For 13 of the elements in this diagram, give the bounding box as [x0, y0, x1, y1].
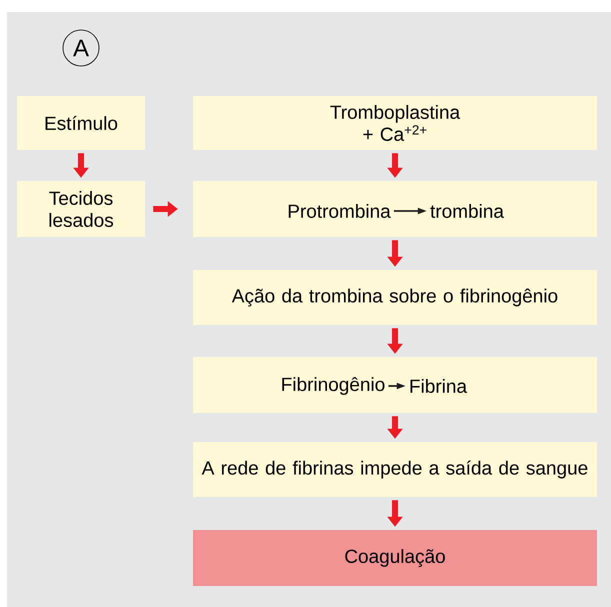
term-text: Fibrinogênio: [282, 377, 384, 395]
process-box: Estímulo: [17, 96, 145, 150]
term-text: trombina: [430, 204, 504, 218]
process-box: Ação da trombina sobre o fibrinogênio: [193, 270, 597, 325]
circled-letter: A: [62, 30, 100, 66]
process-box: [193, 181, 597, 237]
process-box: Tecidos lesados: [17, 181, 145, 237]
term-text: Fibrina: [410, 379, 468, 393]
term-text: Protrombina: [288, 204, 391, 218]
process-box: A rede de fibrinas impede a saída de sangue: [193, 442, 597, 497]
process-box: [193, 356, 597, 413]
process-box: Tromboplastina + Ca$^{+2+}$: [193, 96, 597, 150]
result-box: Coagulação: [193, 530, 597, 586]
